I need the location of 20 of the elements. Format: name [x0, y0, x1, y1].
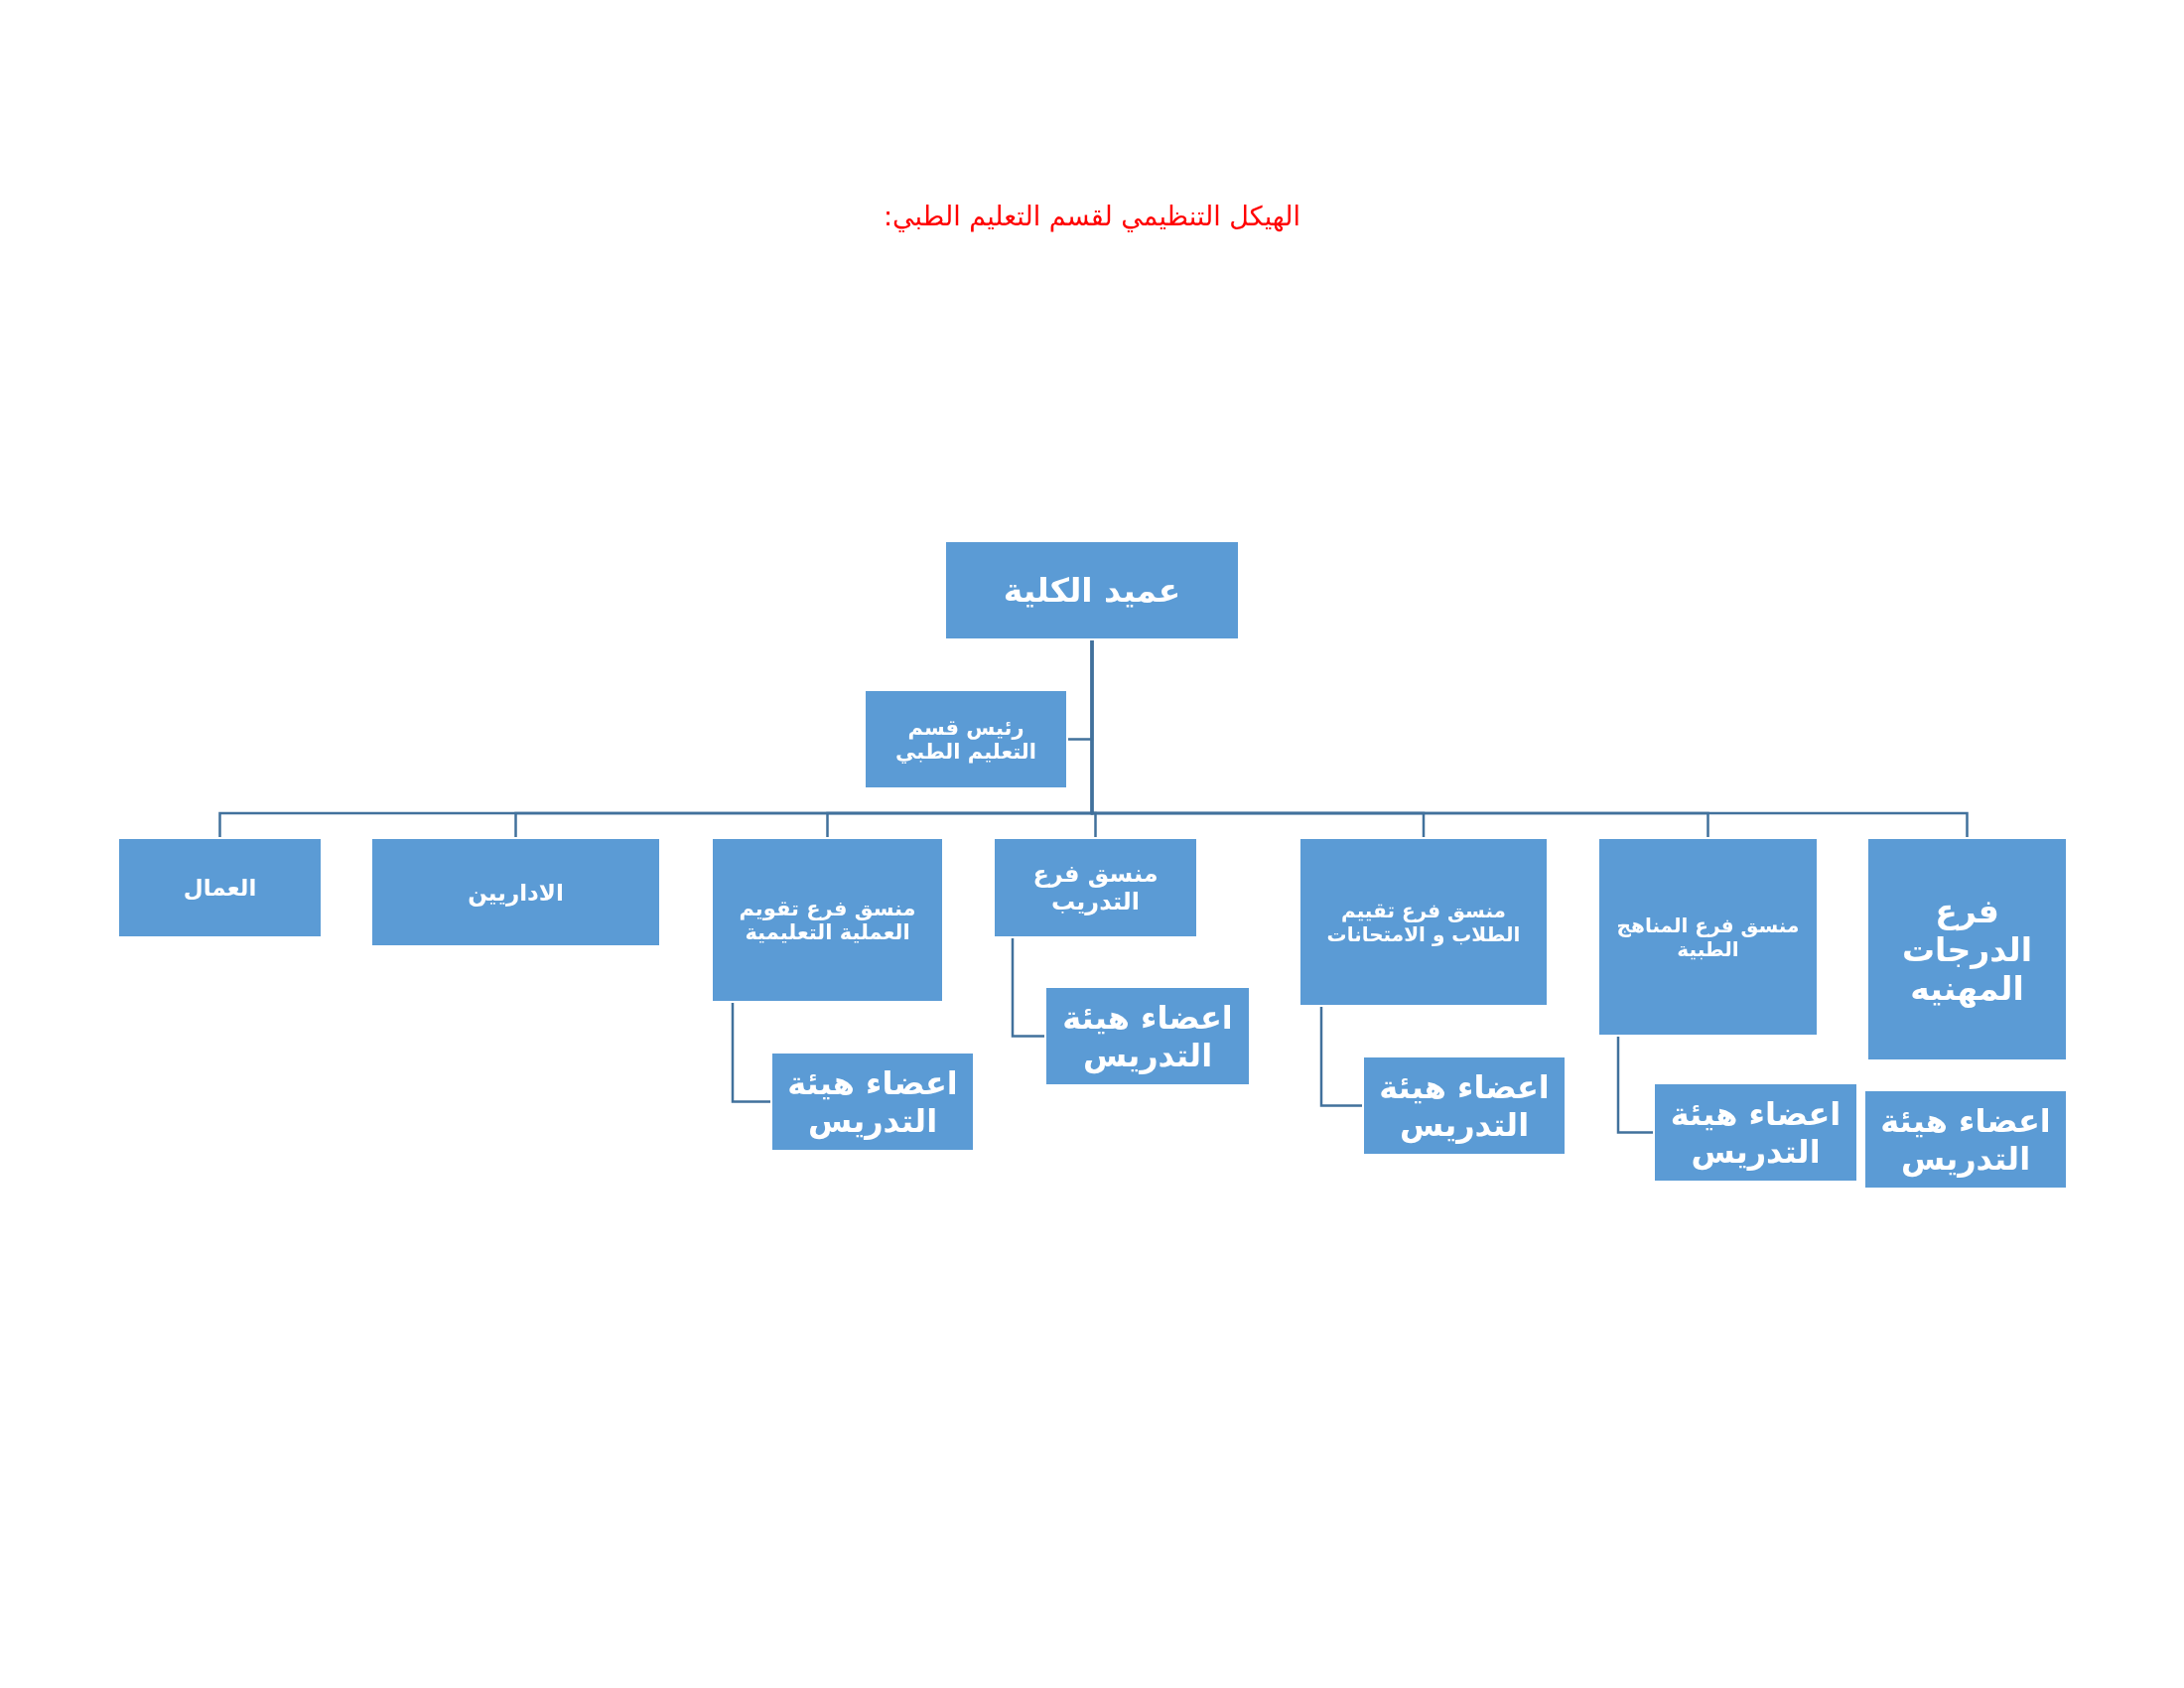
org-box: منسق فرع التدريب: [993, 837, 1198, 938]
org-box: الاداريين: [370, 837, 661, 947]
org-box: فرع الدرجات المهنيه: [1866, 837, 2068, 1061]
connector-line: [1011, 938, 1044, 1038]
org-box: العمال: [117, 837, 323, 938]
connector-line: [218, 640, 1094, 837]
org-box: منسق فرع تقييم الطلاب و الامتحانات: [1298, 837, 1549, 1007]
org-box: منسق فرع المناهج الطبية: [1597, 837, 1819, 1037]
org-box: اعضاء هيئة التدريس: [770, 1052, 975, 1152]
connector-line: [1319, 1007, 1362, 1107]
org-box: اعضاء هيئة التدريس: [1044, 986, 1251, 1086]
connector-line: [731, 1003, 770, 1103]
org-box: اعضاء هيئة التدريس: [1362, 1055, 1567, 1156]
org-box: منسق فرع تقويم العملية التعليمية: [711, 837, 944, 1003]
org-box: رئيس قسم التعليم الطبي: [864, 689, 1068, 789]
chart-title: الهيكل التنظيمي لقسم التعليم الطبي:: [884, 201, 1300, 231]
org-box: اعضاء هيئة التدريس: [1863, 1089, 2068, 1190]
org-box: اعضاء هيئة التدريس: [1653, 1082, 1858, 1183]
connector-line: [1616, 1037, 1653, 1134]
org-box: عميد الكلية: [944, 540, 1240, 640]
